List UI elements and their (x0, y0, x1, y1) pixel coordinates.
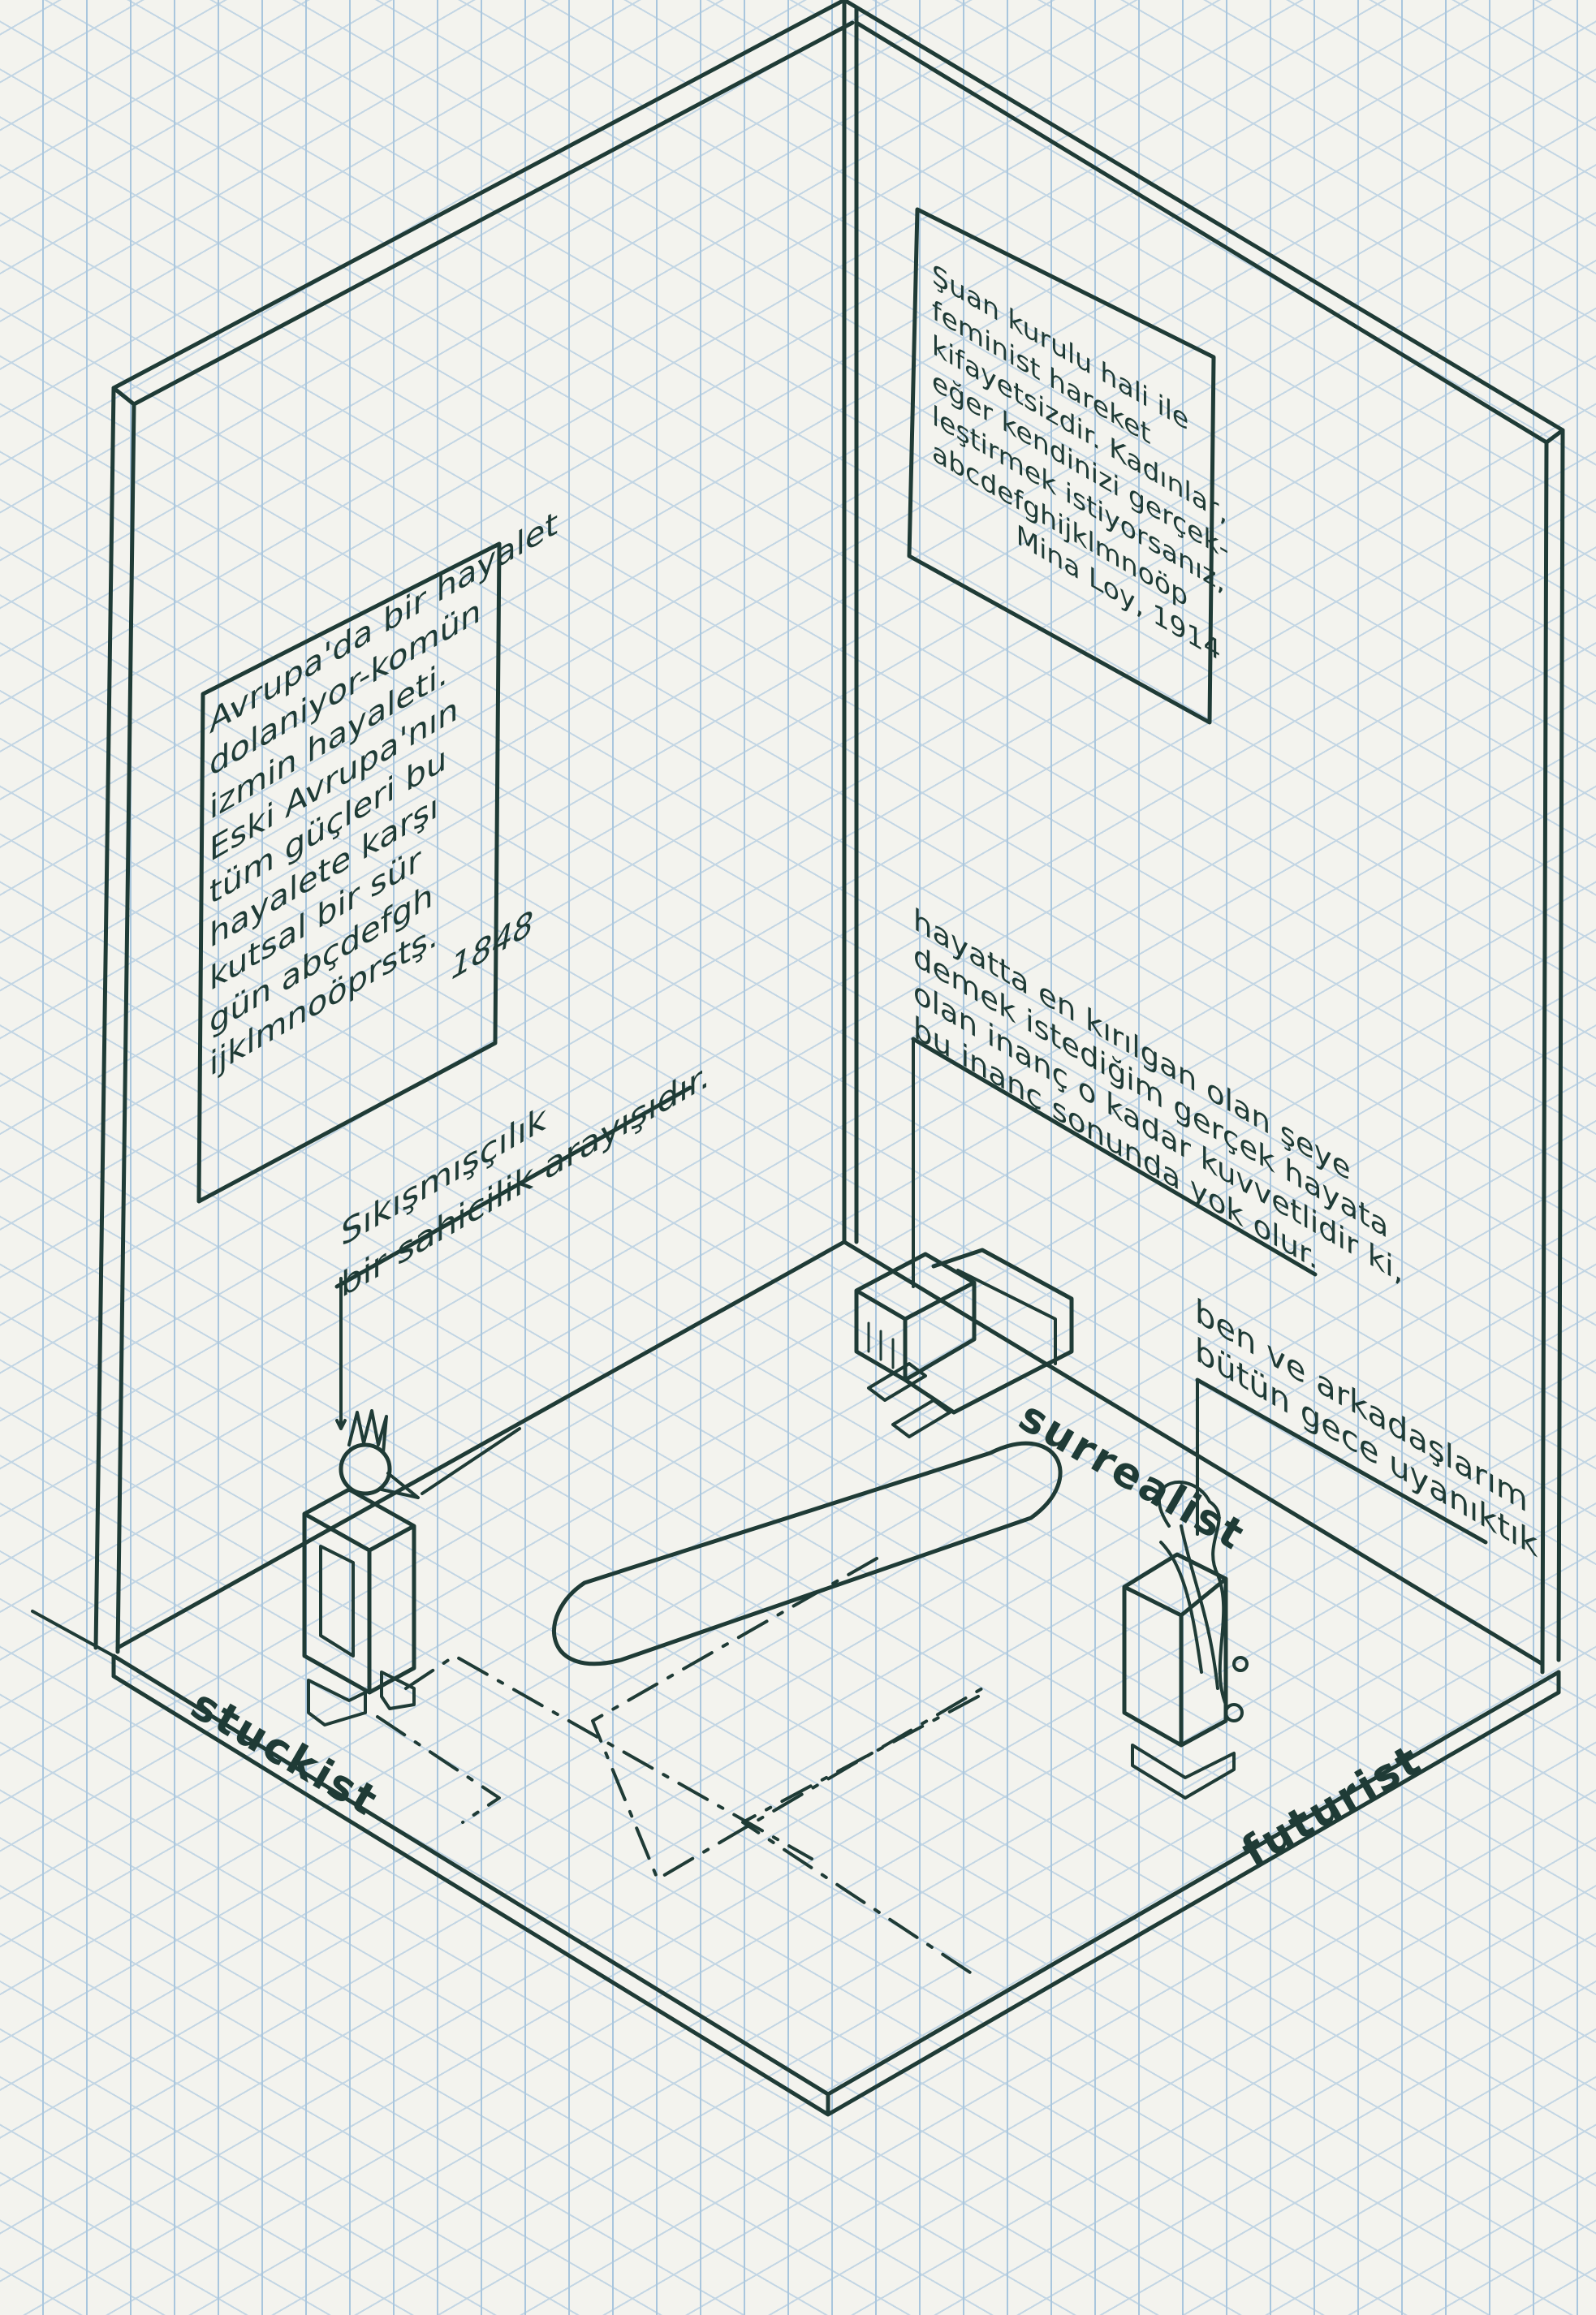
floor-oval (552, 1441, 1063, 1666)
surrealist-sculpture (854, 1248, 1074, 1438)
futurist-figure (1122, 1481, 1249, 1800)
stuckist-figure (302, 1409, 420, 1727)
